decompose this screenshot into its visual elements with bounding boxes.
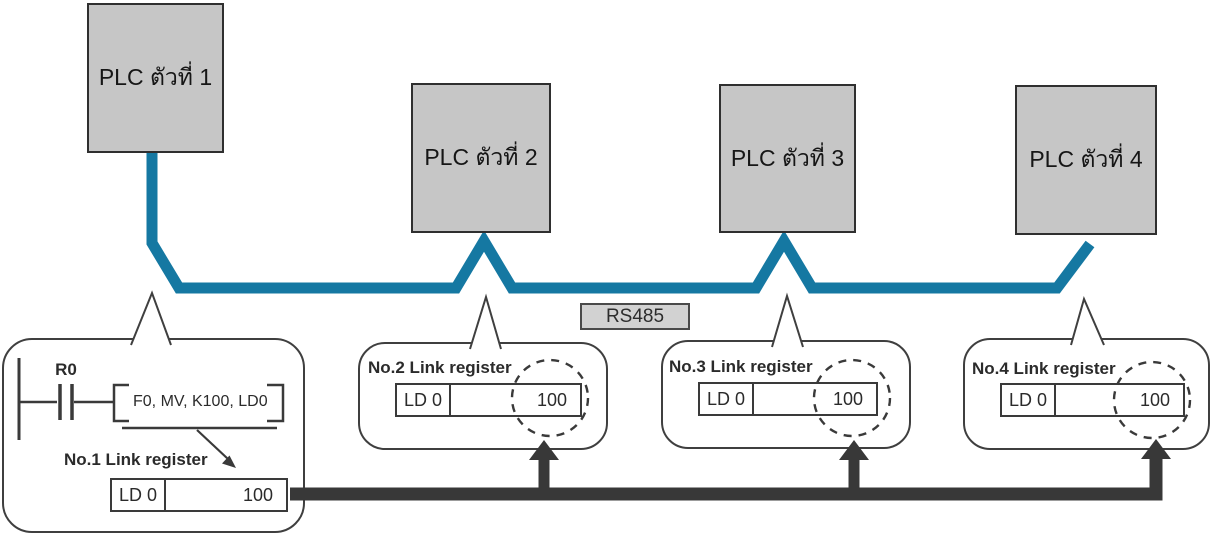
register-address-2: LD 0 (397, 385, 451, 415)
register-table-4: LD 0 100 (1000, 383, 1185, 417)
register-value-1: 100 (242, 484, 273, 505)
link-register-heading-4: No.4 Link register (972, 359, 1116, 378)
register-table-1: LD 0 100 (110, 478, 288, 512)
register-value-2: 100 (536, 389, 567, 410)
data-transfer-line (290, 458, 1163, 501)
plc-box-1: PLC ตัวที่ 1 (87, 3, 224, 153)
register-table-2: LD 0 100 (395, 383, 582, 417)
link-register-heading-1: No.1 Link register (64, 450, 208, 469)
register-value-4: 100 (1139, 389, 1170, 410)
plc-label-2: PLC ตัวที่ 2 (424, 144, 538, 170)
register-value-3: 100 (832, 388, 863, 409)
link-register-heading-3: No.3 Link register (669, 357, 813, 376)
register-table-3: LD 0 100 (698, 382, 878, 416)
plc-box-2: PLC ตัวที่ 2 (411, 83, 551, 233)
plc-label-4: PLC ตัวที่ 4 (1029, 146, 1143, 172)
ladder-instruction-text: F0, MV, K100, LD0 (133, 393, 268, 410)
register-address-1: LD 0 (112, 480, 166, 510)
ladder-contact-label: R0 (55, 360, 77, 379)
plc-box-4: PLC ตัวที่ 4 (1015, 85, 1157, 235)
register-address-4: LD 0 (1002, 385, 1056, 415)
plc-label-1: PLC ตัวที่ 1 (98, 64, 213, 90)
rs485-label-box: RS485 (580, 303, 690, 330)
plc-label-3: PLC ตัวที่ 3 (730, 144, 845, 171)
register-address-3: LD 0 (700, 384, 754, 414)
link-register-heading-2: No.2 Link register (368, 358, 512, 377)
rs485-cable-line (146, 145, 1095, 294)
rs485-label-text: RS485 (605, 305, 665, 327)
plc-box-3: PLC ตัวที่ 3 (719, 84, 856, 233)
